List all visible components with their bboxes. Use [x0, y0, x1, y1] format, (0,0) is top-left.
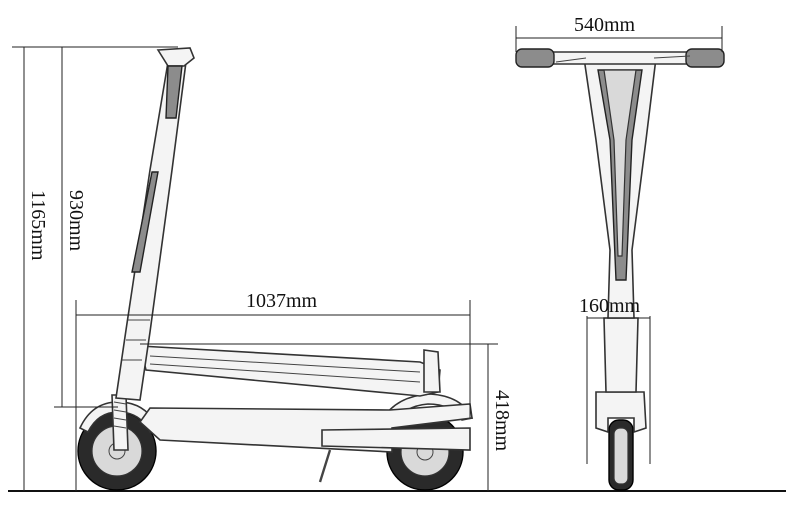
left-grip — [515, 48, 555, 68]
overall-height-label: 1165mm — [27, 190, 49, 261]
front-view — [515, 48, 725, 491]
side-view — [77, 47, 474, 491]
seat-latch — [423, 349, 441, 393]
deck-width-label: 160mm — [579, 295, 641, 317]
front-view-stem — [603, 317, 639, 393]
stem-accent — [131, 171, 159, 273]
front-wheel — [77, 411, 157, 491]
kickstand — [318, 449, 332, 483]
dim-length: 1037mm — [75, 290, 471, 491]
handlebar-height-label: 930mm — [65, 190, 87, 252]
front-view-lower-body — [595, 391, 647, 434]
dim-folded-height: 418mm — [140, 343, 513, 491]
grip-side — [165, 65, 183, 119]
handlebar-head — [156, 47, 195, 67]
dim-handlebar-height: 930mm — [54, 47, 118, 408]
dim-handlebar-width: 540mm — [515, 14, 723, 52]
dim-overall-height: 1165mm — [12, 46, 178, 491]
handlebar-width-label: 540mm — [574, 14, 636, 36]
dim-deck-width: 160mm — [579, 295, 651, 464]
brake-lever — [555, 55, 691, 63]
folded-height-label: 418mm — [491, 390, 513, 452]
length-label: 1037mm — [246, 290, 318, 312]
right-grip — [685, 48, 725, 68]
battery-housing — [321, 427, 471, 451]
